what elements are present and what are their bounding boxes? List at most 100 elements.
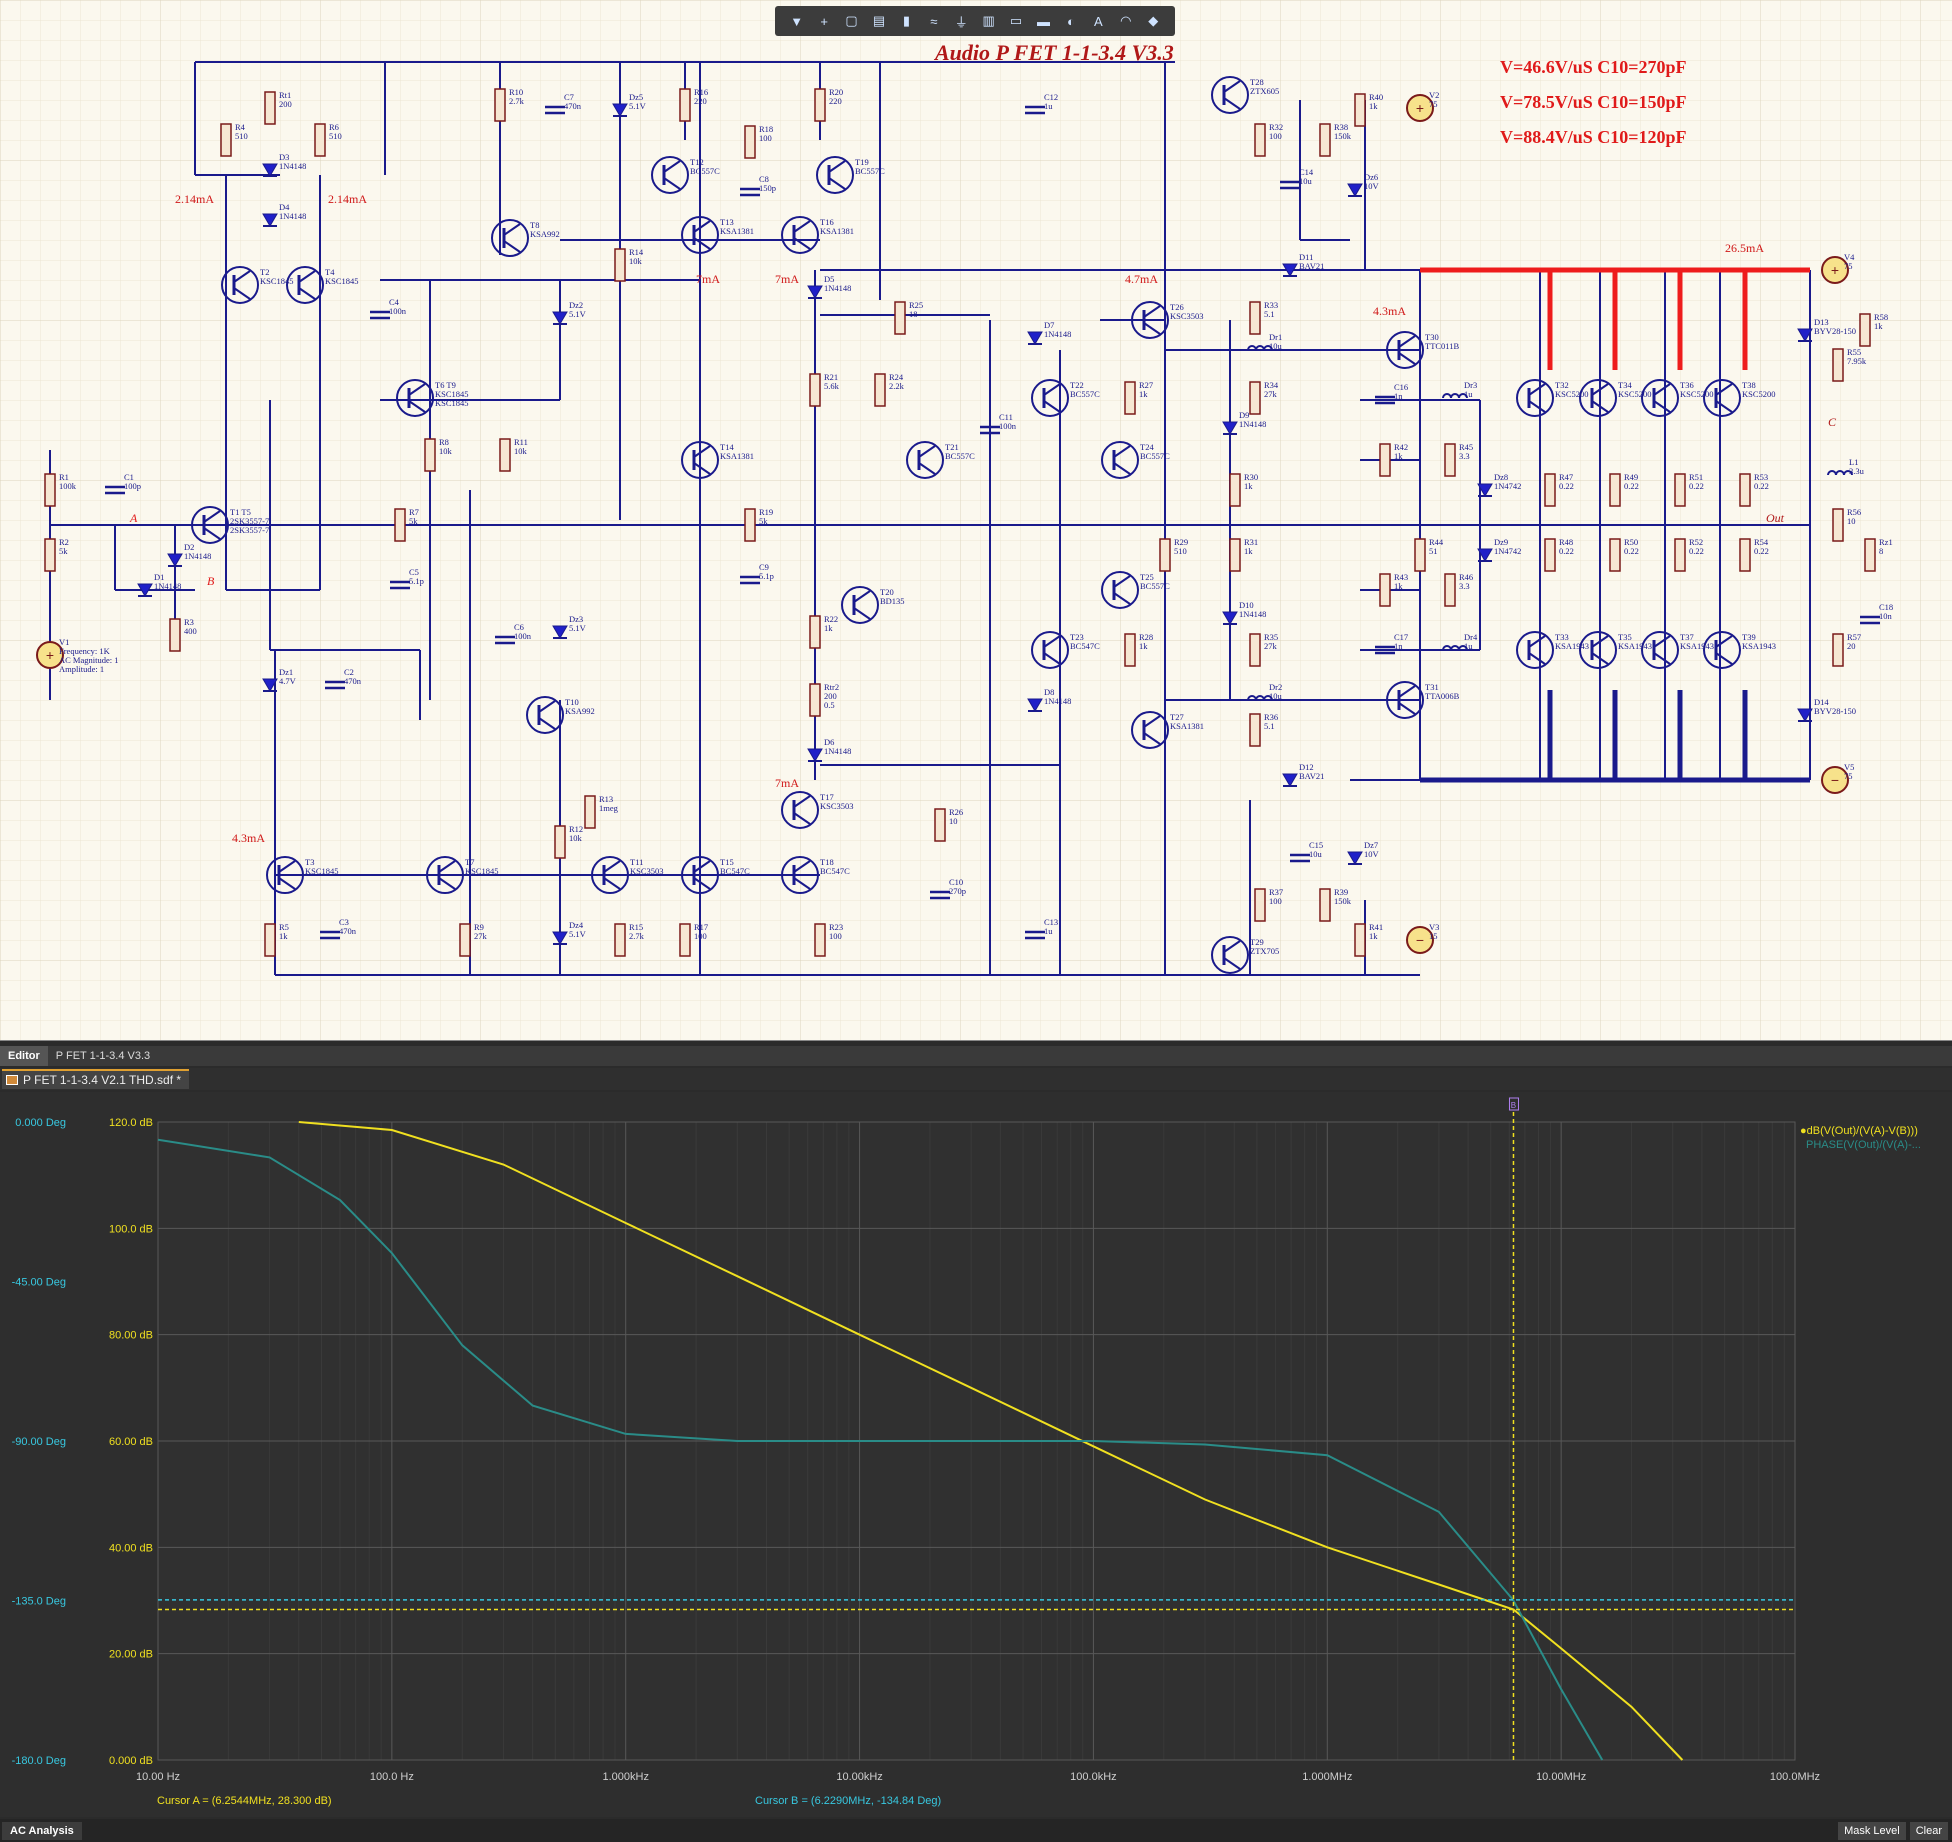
- db-trace[interactable]: [298, 1121, 1684, 1761]
- legend-db[interactable]: ●dB(V(Out)/(V(A)-V(B))): [1800, 1125, 1918, 1137]
- tab-editor[interactable]: Editor: [0, 1046, 48, 1066]
- port-icon[interactable]: ▥: [982, 13, 995, 28]
- tab-schematic[interactable]: P FET 1-1-3.4 V3.3: [55, 1050, 151, 1062]
- text-icon[interactable]: A: [1094, 13, 1103, 29]
- mask-level-button[interactable]: Mask Level: [1838, 1821, 1906, 1840]
- net-label-icon[interactable]: ▭: [1009, 13, 1023, 28]
- analysis-tab-ac[interactable]: AC Analysis: [2, 1821, 82, 1840]
- ground-icon[interactable]: ⏚: [954, 14, 968, 30]
- wire-icon[interactable]: +: [820, 13, 828, 29]
- chip-icon[interactable]: ▬: [1037, 13, 1050, 29]
